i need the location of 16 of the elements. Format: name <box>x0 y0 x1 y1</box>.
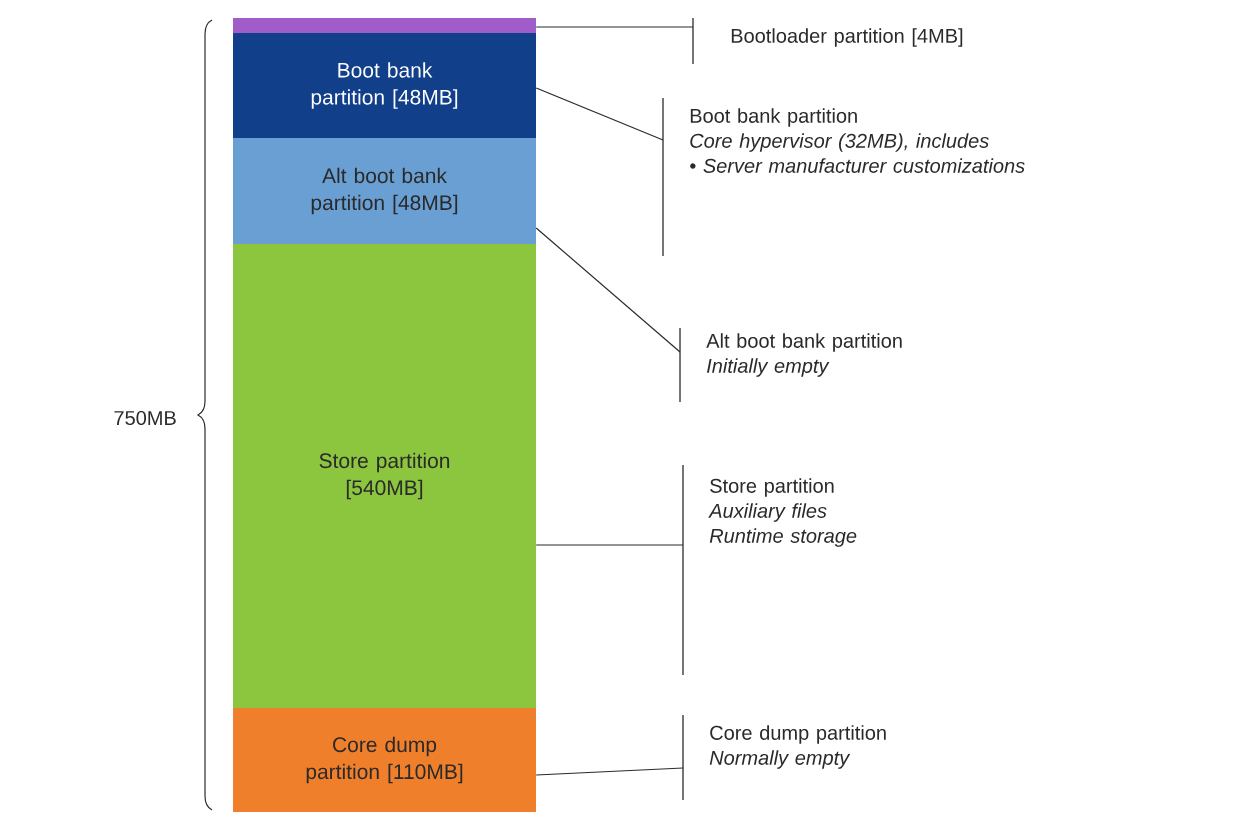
partition-bar <box>233 18 536 33</box>
size-label: 750MB <box>114 410 176 426</box>
annotation-text: Core dump partition Normally empty <box>709 725 886 769</box>
partition-block: Store partition [540MB] <box>233 244 536 708</box>
annotation-text: Bootloader partition [4MB] <box>731 28 963 47</box>
leader-line <box>535 227 681 353</box>
leader-line <box>535 767 684 776</box>
partition-block: Boot bank partition [48MB] <box>233 33 536 138</box>
partition-block: Core dump partition [110MB] <box>233 708 536 812</box>
annotation-text: Boot bank partition Core hypervisor (32MB), includes • Server manufacturer customizations <box>690 108 1025 173</box>
annotation-text: Store partition Auxiliary files Runtime storage <box>708 478 857 547</box>
partition-block: Alt boot bank partition [48MB] <box>233 138 536 244</box>
leader-line <box>535 87 664 141</box>
leader-line <box>535 26 694 28</box>
annotation-text: Alt boot bank partition Initially empty <box>706 333 902 377</box>
leader-line <box>535 544 684 546</box>
